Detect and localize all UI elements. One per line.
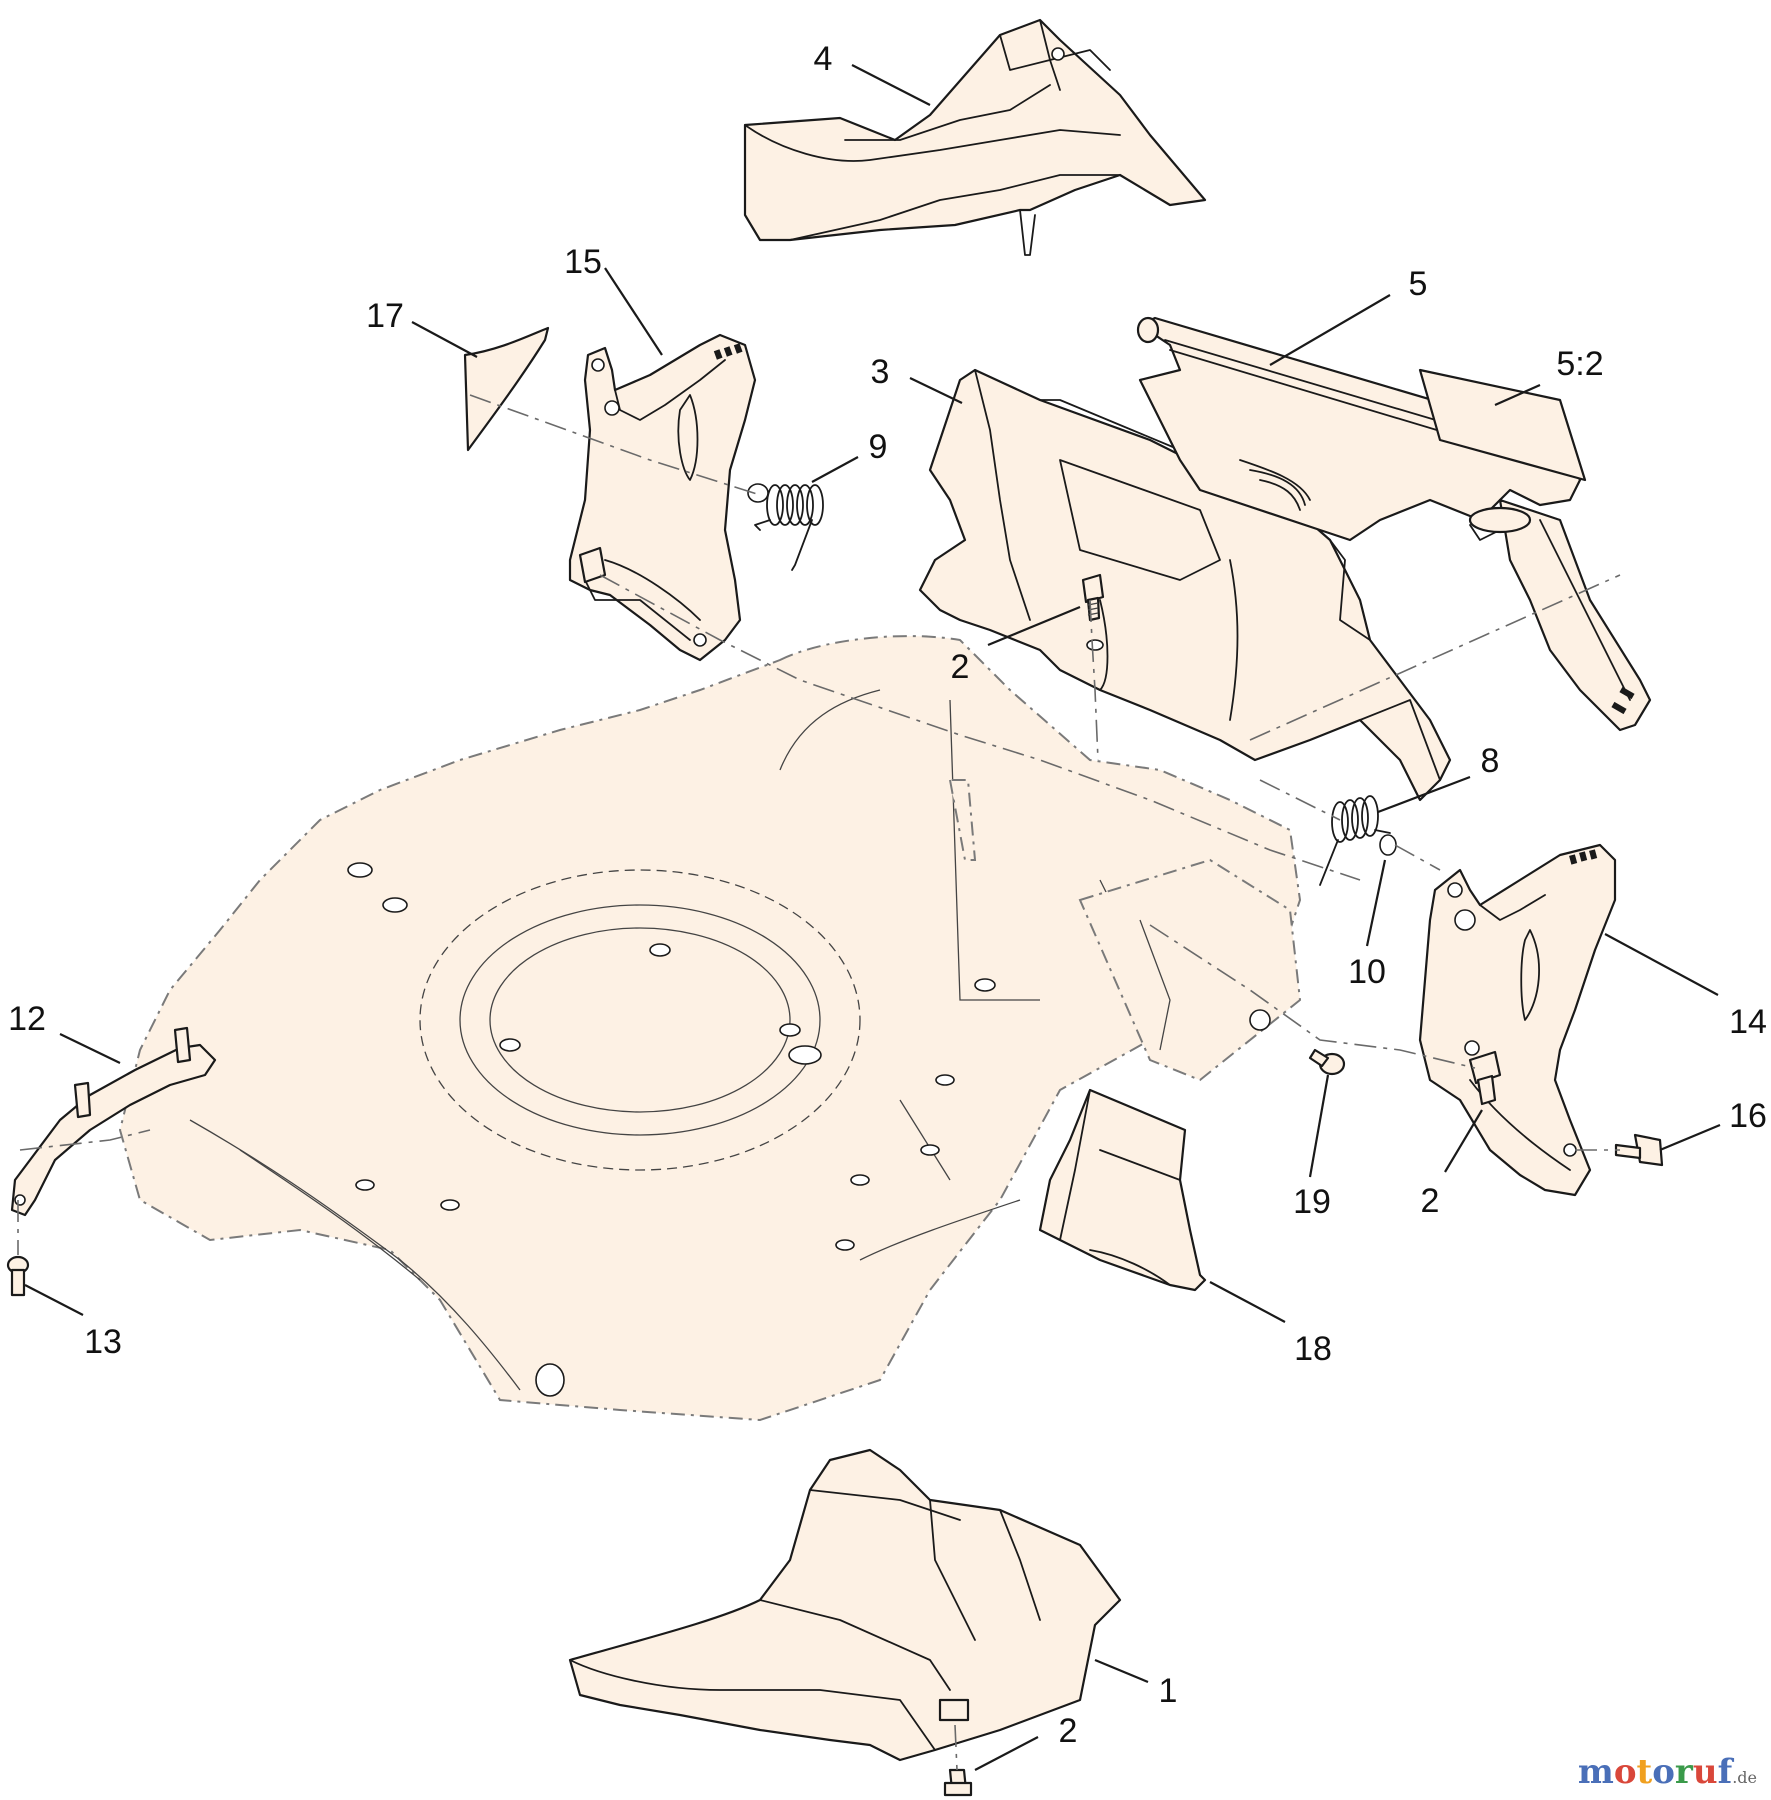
mower-deck-housing (118, 635, 1302, 1422)
watermark-letter: t (1636, 1752, 1653, 1792)
part-17-decal (463, 326, 550, 452)
callout-5-2: 5:2 (1556, 345, 1603, 383)
part-13-screw (6, 1255, 30, 1297)
callout-5: 5 (1409, 265, 1428, 303)
watermark-letter: r (1674, 1752, 1693, 1792)
callout-15: 15 (564, 243, 602, 281)
callout-2-bottom: 2 (1059, 1712, 1078, 1750)
callout-1: 1 (1159, 1672, 1178, 1710)
callout-3: 3 (871, 353, 890, 391)
callout-8: 8 (1481, 742, 1500, 780)
watermark-logo: motoruf.de (1578, 1752, 1757, 1792)
part-18-lower-flap (1038, 1088, 1207, 1292)
callout-2-right: 2 (1421, 1182, 1440, 1220)
callout-16: 16 (1729, 1097, 1767, 1135)
callout-9: 9 (869, 428, 888, 466)
part-19-screw (1308, 1048, 1346, 1076)
callout-labels: 4 15 17 5 5:2 3 9 2 8 10 14 12 16 19 2 1… (8, 40, 1767, 1750)
part-8-spring (1319, 795, 1397, 886)
part-4-top-deflector (743, 18, 1207, 256)
callout-17: 17 (366, 297, 404, 335)
part-1-chute-plug (568, 1448, 1122, 1762)
callout-10: 10 (1348, 953, 1386, 991)
part-12-side-bracket (10, 1026, 217, 1217)
leader-lines (24, 64, 1721, 1771)
part-9-spring (747, 483, 824, 571)
part-15-left-bracket (568, 333, 757, 662)
part-5-2-decal (1418, 368, 1587, 482)
assembly-centerlines (17, 394, 1621, 1771)
watermark-letter: m (1577, 1752, 1614, 1792)
callout-4: 4 (814, 40, 833, 78)
watermark-letter: u (1692, 1752, 1718, 1792)
part-2-bolt-bottom (943, 1768, 973, 1797)
watermark-letter: o (1613, 1752, 1637, 1792)
watermark-suffix: .de (1732, 1768, 1757, 1787)
watermark-letter: o (1652, 1752, 1675, 1792)
callout-2-top: 2 (951, 648, 970, 686)
callout-18: 18 (1294, 1330, 1332, 1368)
part-2-bolt-right (1468, 1050, 1502, 1106)
part-5-rear-rod (1136, 316, 1652, 732)
part-14-right-bracket (1418, 843, 1617, 1197)
callout-14: 14 (1729, 1003, 1767, 1041)
part-16-bolt (1614, 1133, 1664, 1167)
callout-19: 19 (1293, 1183, 1331, 1221)
callout-13: 13 (84, 1323, 122, 1361)
callout-12: 12 (8, 1000, 46, 1038)
watermark-letter: f (1717, 1752, 1733, 1792)
